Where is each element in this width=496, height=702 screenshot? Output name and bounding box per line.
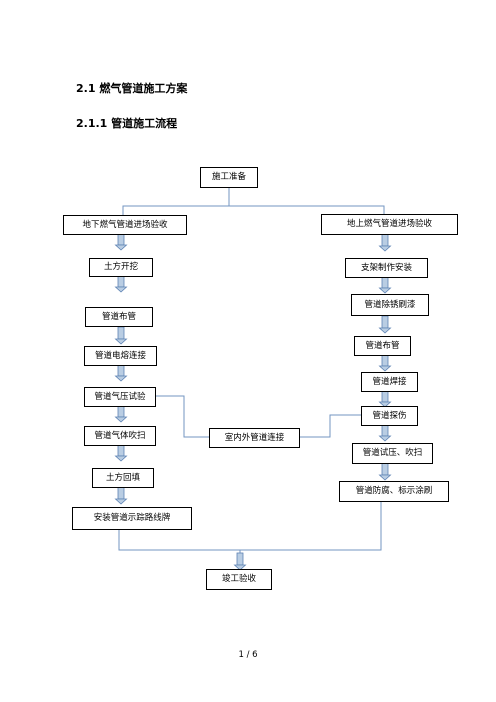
left-step-4: 管道气压试验: [84, 387, 156, 407]
left-step-6: 土方回填: [92, 468, 154, 488]
left-step-5: 管道气体吹扫: [84, 426, 156, 446]
right-step-4: 管道焊接: [361, 372, 418, 392]
left-branch-head: 地下燃气管道进场验收: [63, 215, 187, 235]
end-box: 竣工验收: [206, 569, 272, 590]
right-step-1: 支架制作安装: [345, 258, 428, 278]
left-step-3: 管道电熔连接: [84, 346, 157, 366]
middle-box: 室内外管道连接: [209, 428, 300, 448]
right-step-2: 管道除锈刷漆: [351, 294, 429, 316]
section-heading: 2.1 燃气管道施工方案: [76, 82, 188, 95]
right-step-3: 管道布管: [354, 336, 411, 356]
right-step-5: 管道探伤: [361, 406, 418, 426]
subsection-heading: 2.1.1 管道施工流程: [76, 117, 178, 130]
right-branch-head: 地上燃气管道进场验收: [321, 214, 458, 235]
left-step-1: 土方开挖: [89, 258, 153, 277]
right-step-6: 管道试压、吹扫: [352, 443, 433, 464]
page-number: 1 / 6: [238, 650, 258, 660]
left-step-2: 管道布管: [85, 307, 153, 327]
start-box: 施工准备: [200, 167, 258, 188]
left-step-7: 安装管道示踪路线牌: [72, 507, 192, 530]
right-step-7: 管道防腐、标示涂刷: [339, 481, 449, 502]
